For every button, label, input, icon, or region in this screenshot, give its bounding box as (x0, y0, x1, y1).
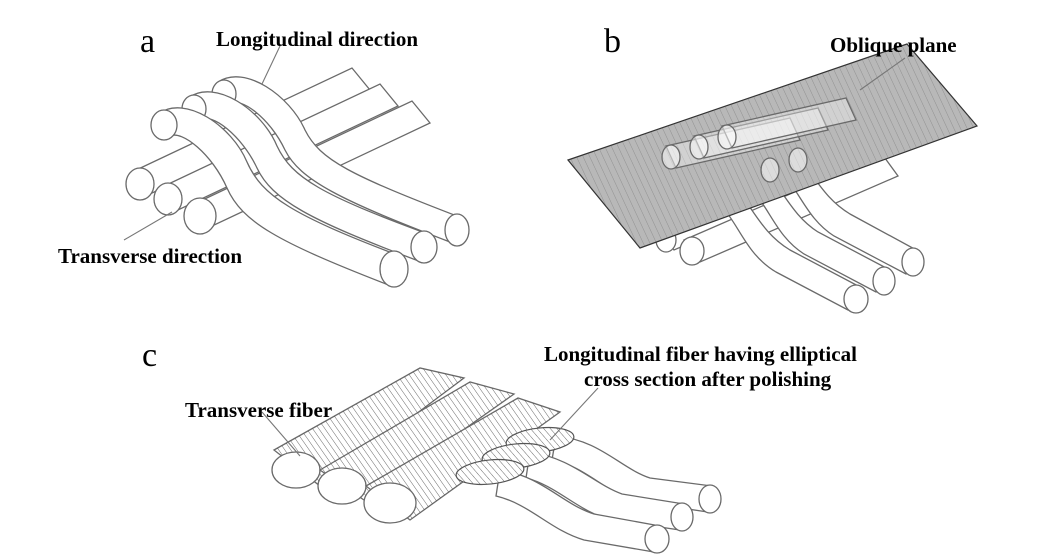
panel-c: c (142, 337, 857, 554)
longitudinal-fiber-leader (549, 387, 599, 441)
transverse-direction-label: Transverse direction (58, 244, 242, 268)
longitudinal-fiber (181, 91, 438, 264)
transverse-fiber (317, 381, 516, 505)
transverse-fiber (271, 367, 466, 489)
panel-b-fibers-through-plane (661, 97, 857, 183)
longitudinal-fiber-label-line1: Longitudinal fiber having elliptical (544, 342, 857, 366)
transverse-fiber (153, 83, 400, 216)
panel-a: a (58, 23, 470, 288)
transverse-leader (123, 211, 173, 241)
panel-a-letter: a (140, 23, 155, 60)
longitudinal-direction-label: Longitudinal direction (216, 27, 418, 51)
panel-a-longitudinal-fibers (150, 76, 470, 288)
panel-b-letter: b (604, 23, 621, 60)
longitudinal-leader (261, 45, 281, 85)
panel-c-transverse-fibers (271, 367, 562, 524)
longitudinal-fiber-label-line2: cross section after polishing (584, 367, 832, 391)
transverse-fiber-label: Transverse fiber (185, 398, 332, 422)
panel-b: b (566, 23, 979, 314)
panel-c-longitudinal-fibers (495, 435, 722, 554)
panel-c-letter: c (142, 337, 157, 374)
transverse-fiber (363, 397, 562, 524)
transverse-fiber-leader (261, 411, 301, 457)
panel-c-elliptical-sections (455, 426, 575, 486)
longitudinal-fiber (150, 107, 409, 288)
oblique-plane-label: Oblique plane (830, 33, 957, 57)
oblique-plane-leader (859, 57, 906, 91)
